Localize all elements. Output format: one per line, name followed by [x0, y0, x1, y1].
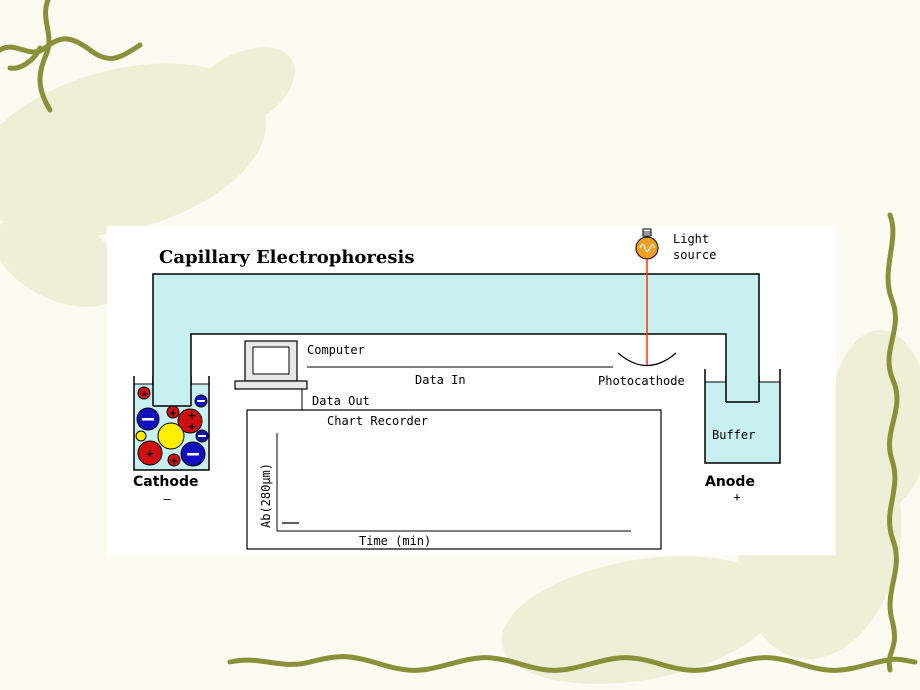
chart-x-axis-label: Time (min): [359, 534, 431, 548]
particle-positive-ion: + +: [177, 408, 203, 434]
anode-sign: +: [733, 490, 740, 504]
particle-positive-ion: +: [167, 453, 181, 467]
data-in-label: Data In: [415, 373, 466, 387]
chart-recorder: [246, 409, 662, 550]
data-out-label: Data Out: [312, 394, 370, 408]
chart-y-axis-label: Ab(280µm): [259, 463, 273, 528]
buffer-label: Buffer: [712, 428, 755, 442]
svg-text:+: +: [140, 389, 148, 400]
lightbulb-icon: [635, 228, 659, 260]
particle-positive-ion: +: [166, 405, 180, 419]
vine-top-left: [0, 0, 143, 113]
anode-label: Anode: [705, 474, 755, 490]
photocathode-label: Photocathode: [598, 374, 685, 388]
diagram-panel: Capillary Electrophoresis + + +: [107, 226, 836, 555]
particle-negative-ion: [136, 407, 160, 431]
vine-bottom: [227, 654, 918, 673]
chart-recorder-label: Chart Recorder: [327, 414, 428, 428]
svg-text:+: +: [145, 447, 154, 460]
particle-positive-ion: +: [137, 386, 151, 400]
cathode-reservoir: + + + + +: [133, 376, 210, 471]
cathode-sign: —: [163, 492, 171, 506]
particle-neutral: [135, 430, 147, 442]
cathode-label: Cathode: [133, 474, 199, 490]
computer-icon: [234, 340, 308, 390]
light-source-label-2: source: [673, 248, 716, 262]
particle-neutral-large: [157, 422, 185, 450]
computer-label: Computer: [307, 343, 365, 357]
particle-negative-ion: [194, 394, 208, 408]
photocathode-detector: [617, 352, 677, 366]
svg-text:+: +: [187, 420, 196, 433]
svg-text:+: +: [170, 456, 178, 467]
particle-positive-ion: +: [137, 440, 163, 466]
diagram-title: Capillary Electrophoresis: [159, 247, 414, 268]
capillary-electrophoresis-diagram: Capillary Electrophoresis + + +: [133, 228, 781, 550]
svg-text:+: +: [169, 408, 177, 419]
vine-right: [885, 212, 900, 673]
particle-negative-ion: [195, 429, 209, 443]
svg-text:+: +: [187, 409, 196, 422]
light-source-label-1: Light: [673, 232, 709, 246]
anode-reservoir: [704, 369, 781, 464]
particle-negative-ion: [180, 441, 206, 467]
